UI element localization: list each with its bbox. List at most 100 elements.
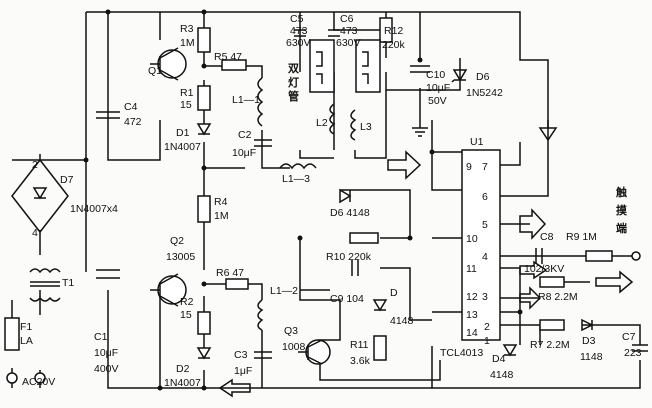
- pin-7: 7: [482, 161, 488, 173]
- ac-label: AC20V: [22, 376, 55, 388]
- resistor-r1: [197, 85, 211, 111]
- r11-value: 3.6k: [350, 355, 371, 367]
- inductor-l1-2: [257, 299, 264, 331]
- resistor-r9: [585, 250, 613, 262]
- d1-part: 1N4007: [164, 141, 201, 153]
- u1-ref: U1: [470, 136, 484, 148]
- touch-char-3: 端: [616, 221, 627, 235]
- resistor-r8: [539, 276, 565, 288]
- junction-dots: [83, 9, 523, 391]
- t1-label: T1: [62, 277, 74, 289]
- capacitor-c7-plates: [632, 344, 648, 352]
- capacitor-c6-plates: [328, 29, 340, 37]
- lamp-char-3: 管: [288, 89, 299, 103]
- l1-2-label: L1—2: [270, 285, 298, 297]
- capacitor-c9-plates: [351, 260, 359, 276]
- resistor-r2: [197, 311, 211, 335]
- resistor-r11: [373, 335, 387, 361]
- diode-d1: [196, 123, 212, 136]
- ground-symbol: [412, 120, 428, 137]
- arrow-left-1: [387, 150, 422, 180]
- resistor-r4: [197, 195, 211, 223]
- l1-3-label: L1—3: [282, 173, 310, 185]
- zener-d6: [451, 69, 468, 83]
- q3-part: 1008: [282, 341, 306, 353]
- resistor-r7: [539, 319, 565, 331]
- c4-value: 472: [124, 116, 142, 128]
- pin-13: 13: [466, 309, 478, 321]
- r1-value: 15: [180, 99, 192, 111]
- d-part: 4148: [390, 315, 414, 327]
- capacitor-c2-plates: [254, 139, 272, 147]
- l3-label: L3: [360, 121, 372, 133]
- r3-ref: R3: [180, 23, 194, 35]
- d1-ref: D1: [176, 127, 190, 139]
- l1-1-label: L1—1: [232, 94, 260, 106]
- pin-11: 11: [466, 263, 477, 275]
- c6-value: 473: [340, 25, 358, 37]
- diode-d2: [196, 347, 212, 360]
- pin-5: 5: [482, 219, 488, 231]
- inductor-l1-3: [279, 163, 317, 170]
- u1-part: TCL4013: [440, 347, 483, 359]
- r4-ref: R4: [214, 196, 228, 208]
- r4-value: 1M: [214, 210, 229, 222]
- transformer-t1: [29, 268, 61, 302]
- pin-2: 2: [484, 321, 490, 333]
- pin-6: 6: [482, 191, 488, 203]
- c3-ref: C3: [234, 349, 248, 361]
- c1-value: 10μF: [94, 347, 118, 359]
- touch-char-2: 摸: [616, 203, 628, 217]
- c10-value: 10μF: [426, 82, 450, 94]
- resistor-r10: [349, 232, 379, 244]
- c3-value: 1μF: [234, 365, 252, 377]
- c10-ref: C10: [426, 69, 445, 81]
- pin-3: 3: [482, 291, 488, 303]
- capacitor-c3-plates: [254, 351, 272, 359]
- c2-ref: C2: [238, 129, 252, 141]
- c1-voltage: 400V: [94, 363, 119, 375]
- c1-ref: C1: [94, 331, 108, 343]
- d6-label: D6 4148: [330, 207, 370, 219]
- capacitor-c5-plates: [294, 29, 306, 37]
- d3-ref: D3: [582, 335, 596, 347]
- touch-terminal: [631, 251, 641, 261]
- pin-1: 1: [484, 335, 490, 347]
- capacitor-c4-plates: [96, 111, 120, 119]
- capacitor-c8-plates: [535, 248, 543, 264]
- c9-label: C9 104: [330, 293, 364, 305]
- lamp-char-1: 双: [288, 62, 299, 75]
- f1-value: LA: [20, 335, 33, 347]
- c8-value: 102/3KV: [524, 263, 564, 275]
- d6z-ref: D6: [476, 71, 490, 83]
- r7-label: R7 2.2M: [530, 339, 570, 351]
- capacitor-c1-plates: [96, 269, 120, 279]
- pin-4: 4: [482, 251, 488, 263]
- diode-d3: [581, 318, 594, 332]
- c7-value: 223: [624, 347, 642, 359]
- c2-value: 10μF: [232, 147, 256, 159]
- r12-ref: R12: [384, 25, 403, 37]
- r3-value: 1M: [180, 37, 195, 49]
- d6z-part: 1N5242: [466, 87, 503, 99]
- labels: 2 D7 4 1N4007x4 T1 F1 LA AC20V C1 10μF 4…: [20, 13, 642, 389]
- c5-ref: C5: [290, 13, 304, 25]
- r2-ref: R2: [180, 296, 194, 308]
- c5-voltage: 630V: [286, 37, 311, 49]
- fuse-f1: [4, 317, 20, 351]
- c7-ref: C7: [622, 331, 636, 343]
- arrow-right-1: [519, 208, 547, 240]
- c6-voltage: 630V: [336, 37, 361, 49]
- pin-12: 12: [466, 291, 478, 303]
- d2-part: 1N4007: [164, 377, 201, 389]
- lamp-char-2: 灯: [288, 75, 299, 89]
- inductor-l2: [329, 103, 336, 135]
- d-ref: D: [390, 287, 398, 299]
- arrow-right-3: [519, 286, 542, 310]
- d2-ref: D2: [176, 363, 190, 375]
- d4-ref: D4: [492, 353, 506, 365]
- r10-label: R10 220k: [326, 251, 372, 263]
- pin-9: 9: [466, 161, 472, 173]
- ac-terminal-right: [34, 372, 46, 384]
- diode-d6: [339, 188, 352, 204]
